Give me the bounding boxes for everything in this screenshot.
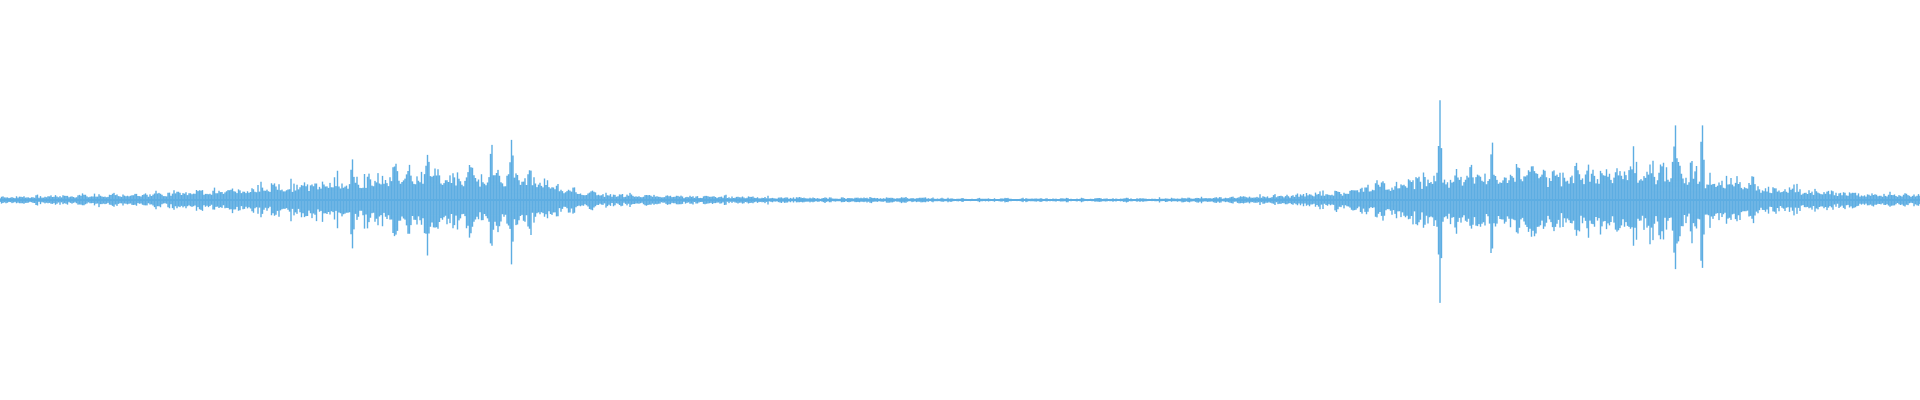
waveform-path-group: [0, 100, 1920, 303]
